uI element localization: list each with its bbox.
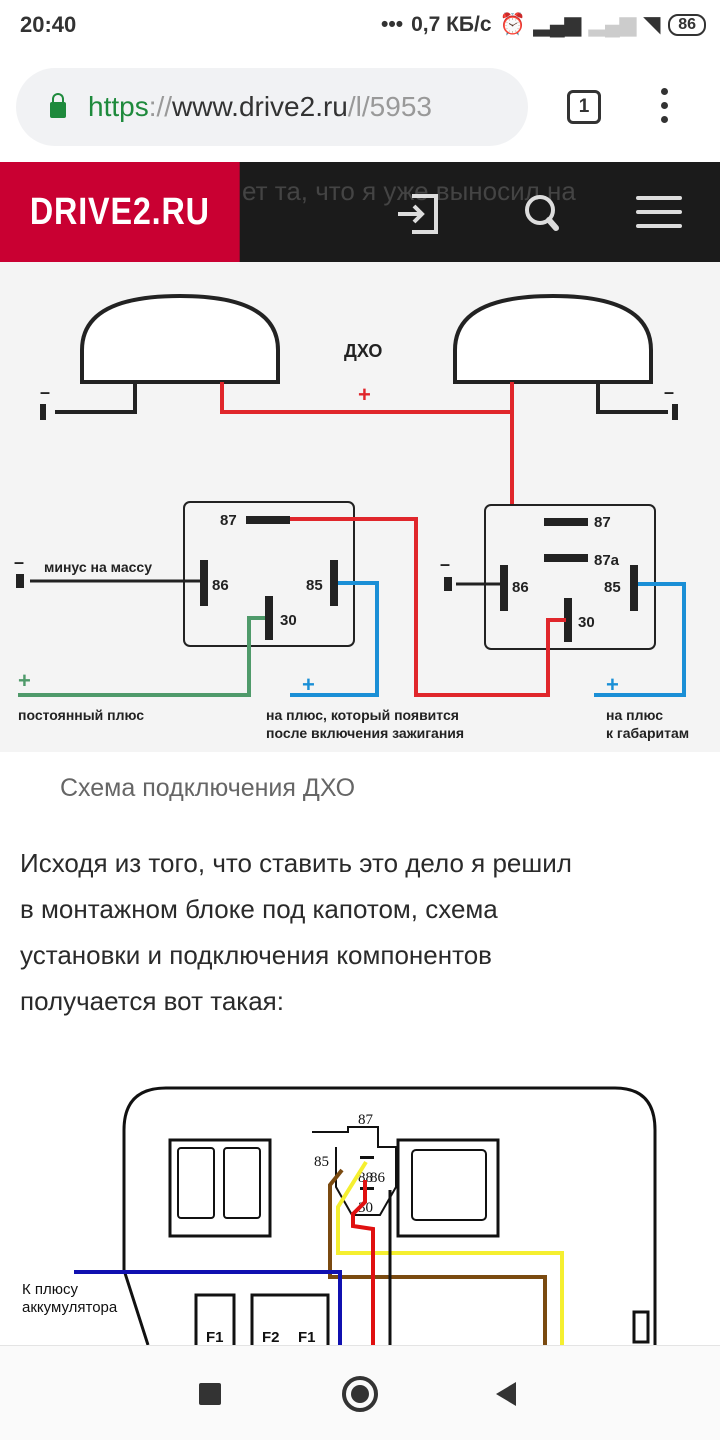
- paragraph-line: получается вот такая:: [20, 986, 284, 1016]
- relay-1: [183, 501, 355, 647]
- network-speed: 0,7 КБ/с: [411, 12, 492, 36]
- relay-socket-right: [396, 1138, 500, 1238]
- pin-88: 88: [358, 1170, 373, 1186]
- pin-85: 85: [314, 1154, 329, 1170]
- site-logo[interactable]: DRIVE2.RU: [0, 162, 240, 262]
- pin-85-2: 85: [604, 579, 621, 596]
- label-ignition-2: после включения зажигания: [266, 725, 464, 741]
- android-nav-bar: [0, 1345, 720, 1440]
- fuse-f1-2: F1: [298, 1329, 316, 1345]
- fuse-f2: F2: [262, 1329, 280, 1345]
- pin-86: 86: [370, 1170, 386, 1186]
- status-bar: 20:40 ••• 0,7 КБ/с ⏰ ▂▄▆ ▂▄▆ ◥ 86: [0, 0, 720, 52]
- url-sep: ://: [148, 91, 173, 122]
- minus-ground: –: [14, 552, 24, 572]
- signal-icon: ▂▄▆: [533, 13, 581, 36]
- url-path: /l/5953: [347, 91, 432, 122]
- drl-wiring-diagram[interactable]: ДХО – – + 87 86 85 30 87 87a 86 85 30 – …: [0, 262, 720, 752]
- recents-icon[interactable]: [199, 1383, 221, 1405]
- back-icon[interactable]: [494, 1380, 518, 1408]
- paragraph-line: установки и подключения компонентов: [20, 940, 492, 970]
- login-icon[interactable]: [396, 192, 442, 236]
- pin-87: 87: [220, 512, 237, 529]
- fuse-box-diagram[interactable]: 87 88 85 86 30 К плюсу аккумулятора F1 F…: [0, 1080, 720, 1346]
- label-parking-2: к габаритам: [606, 725, 689, 741]
- pin-87: 87: [358, 1112, 374, 1128]
- fuse-f1: F1: [206, 1329, 224, 1345]
- url-host: www.drive2.ru: [172, 91, 348, 122]
- figure-caption: Схема подключения ДХО: [60, 774, 356, 802]
- wifi-icon: ◥: [644, 13, 661, 36]
- plus-green: +: [18, 668, 31, 693]
- alarm-icon: ⏰: [499, 12, 526, 36]
- lock-icon: [50, 93, 66, 118]
- label-ground: минус на массу: [44, 559, 152, 575]
- url-bar[interactable]: https://www.drive2.ru/l/5953: [16, 68, 528, 146]
- site-header: ет та, что я уже выносил на DRIVE2.RU: [0, 162, 720, 262]
- plus-red: +: [358, 382, 371, 407]
- plus-blue-2: +: [606, 672, 619, 697]
- drl-title: ДХО: [344, 341, 382, 361]
- tab-switcher-button[interactable]: 1: [567, 90, 601, 124]
- signal-2-icon: ▂▄▆: [588, 13, 637, 36]
- home-icon[interactable]: [342, 1376, 378, 1412]
- url-scheme: https: [88, 91, 149, 122]
- minus-relay2: –: [440, 554, 450, 574]
- pin-30: 30: [280, 612, 297, 629]
- paragraph-line: в монтажном блоке под капотом, схема: [20, 894, 498, 924]
- label-ignition-1: на плюс, который появится: [266, 707, 459, 723]
- pin-30-2: 30: [578, 614, 595, 631]
- label-battery-1: К плюсу: [22, 1281, 79, 1298]
- headlamp-left: [80, 293, 280, 384]
- minus-right: –: [664, 382, 674, 402]
- search-icon[interactable]: [522, 192, 562, 236]
- headlamp-right: [453, 293, 653, 384]
- label-constant-plus: постоянный плюс: [18, 707, 144, 723]
- label-battery-2: аккумулятора: [22, 1299, 118, 1316]
- label-parking-1: на плюс: [606, 707, 663, 723]
- article-paragraph: Исходя из того, что ставить это дело я р…: [20, 840, 700, 1024]
- paragraph-line: Исходя из того, что ставить это дело я р…: [20, 848, 572, 878]
- hamburger-menu-icon[interactable]: [636, 194, 682, 230]
- scrolled-text: ет та, что я уже выносил на: [242, 176, 576, 206]
- minus-left: –: [40, 382, 50, 402]
- pin-86: 86: [212, 577, 229, 594]
- more-notifications-icon: •••: [381, 12, 404, 36]
- pin-86-2: 86: [512, 579, 529, 596]
- relay-2: [484, 504, 656, 650]
- battery-icon: 86: [668, 13, 706, 36]
- relay-socket-left: [168, 1138, 272, 1238]
- pin-87a: 87a: [594, 552, 620, 569]
- plus-blue: +: [302, 672, 315, 697]
- browser-menu-icon[interactable]: [654, 88, 674, 128]
- pin-87-2: 87: [594, 514, 611, 531]
- relay-socket-drl: [312, 1126, 397, 1216]
- clock: 20:40: [20, 12, 77, 37]
- pin-85: 85: [306, 577, 323, 594]
